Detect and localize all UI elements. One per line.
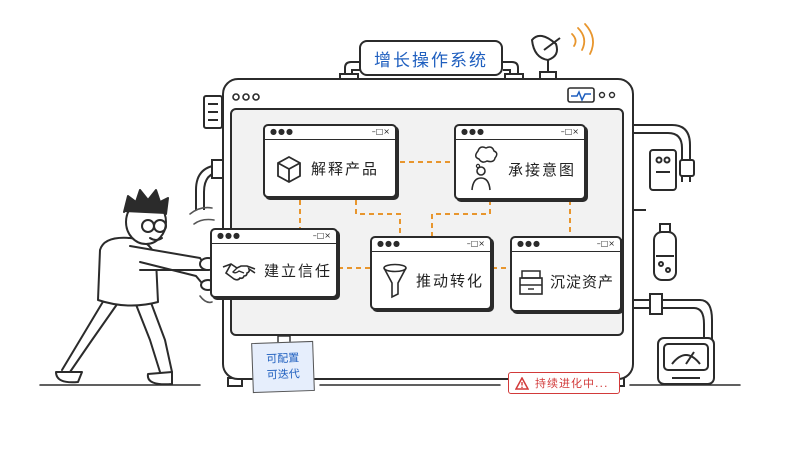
module-label: 解释产品: [311, 160, 380, 178]
window-dots: ●●●: [270, 127, 294, 136]
window-dots: ●●●: [517, 239, 541, 248]
window-dots: ●●●: [217, 231, 241, 240]
cube-icon: [277, 155, 301, 183]
warning-icon: [515, 376, 529, 390]
funnel-icon: [383, 263, 407, 298]
window-controls[interactable]: –□×: [560, 127, 579, 136]
module-window-accumulate-assets[interactable]: ●●● –□× 沉淀资产: [510, 236, 622, 312]
module-label: 建立信任: [264, 262, 333, 280]
window-controls[interactable]: –□×: [312, 231, 331, 240]
note-line-1: 可配置: [265, 351, 300, 366]
module-window-capture-intent[interactable]: ●●● –□× 承接意图: [454, 124, 586, 200]
module-label: 沉淀资产: [550, 273, 615, 291]
window-dots: ●●●: [377, 239, 401, 248]
window-controls[interactable]: –□×: [371, 127, 390, 136]
module-label: 推动转化: [416, 272, 485, 290]
handshake-icon: [222, 262, 256, 281]
status-text: 持续进化中...: [535, 377, 609, 390]
module-window-explain-product[interactable]: ●●● –□× 解释产品: [263, 124, 397, 198]
module-window-build-trust[interactable]: ●●● –□× 建立信任: [210, 228, 338, 298]
window-dots: ●●●: [461, 127, 485, 136]
sticky-note: 可配置 可迭代: [251, 340, 315, 394]
machine-header: [232, 87, 616, 103]
module-window-drive-conversion[interactable]: ●●● –□× 推动转化: [370, 236, 492, 310]
archive-box-icon: [519, 269, 543, 295]
module-label: 承接意图: [508, 161, 577, 179]
window-controls[interactable]: –□×: [596, 239, 615, 248]
note-line-2: 可迭代: [266, 367, 300, 382]
system-title: 增长操作系统: [359, 40, 503, 76]
status-badge: 持续进化中...: [508, 372, 620, 394]
person-thought-icon: [471, 145, 498, 190]
window-controls[interactable]: –□×: [466, 239, 485, 248]
gauge-icon: [657, 337, 715, 385]
